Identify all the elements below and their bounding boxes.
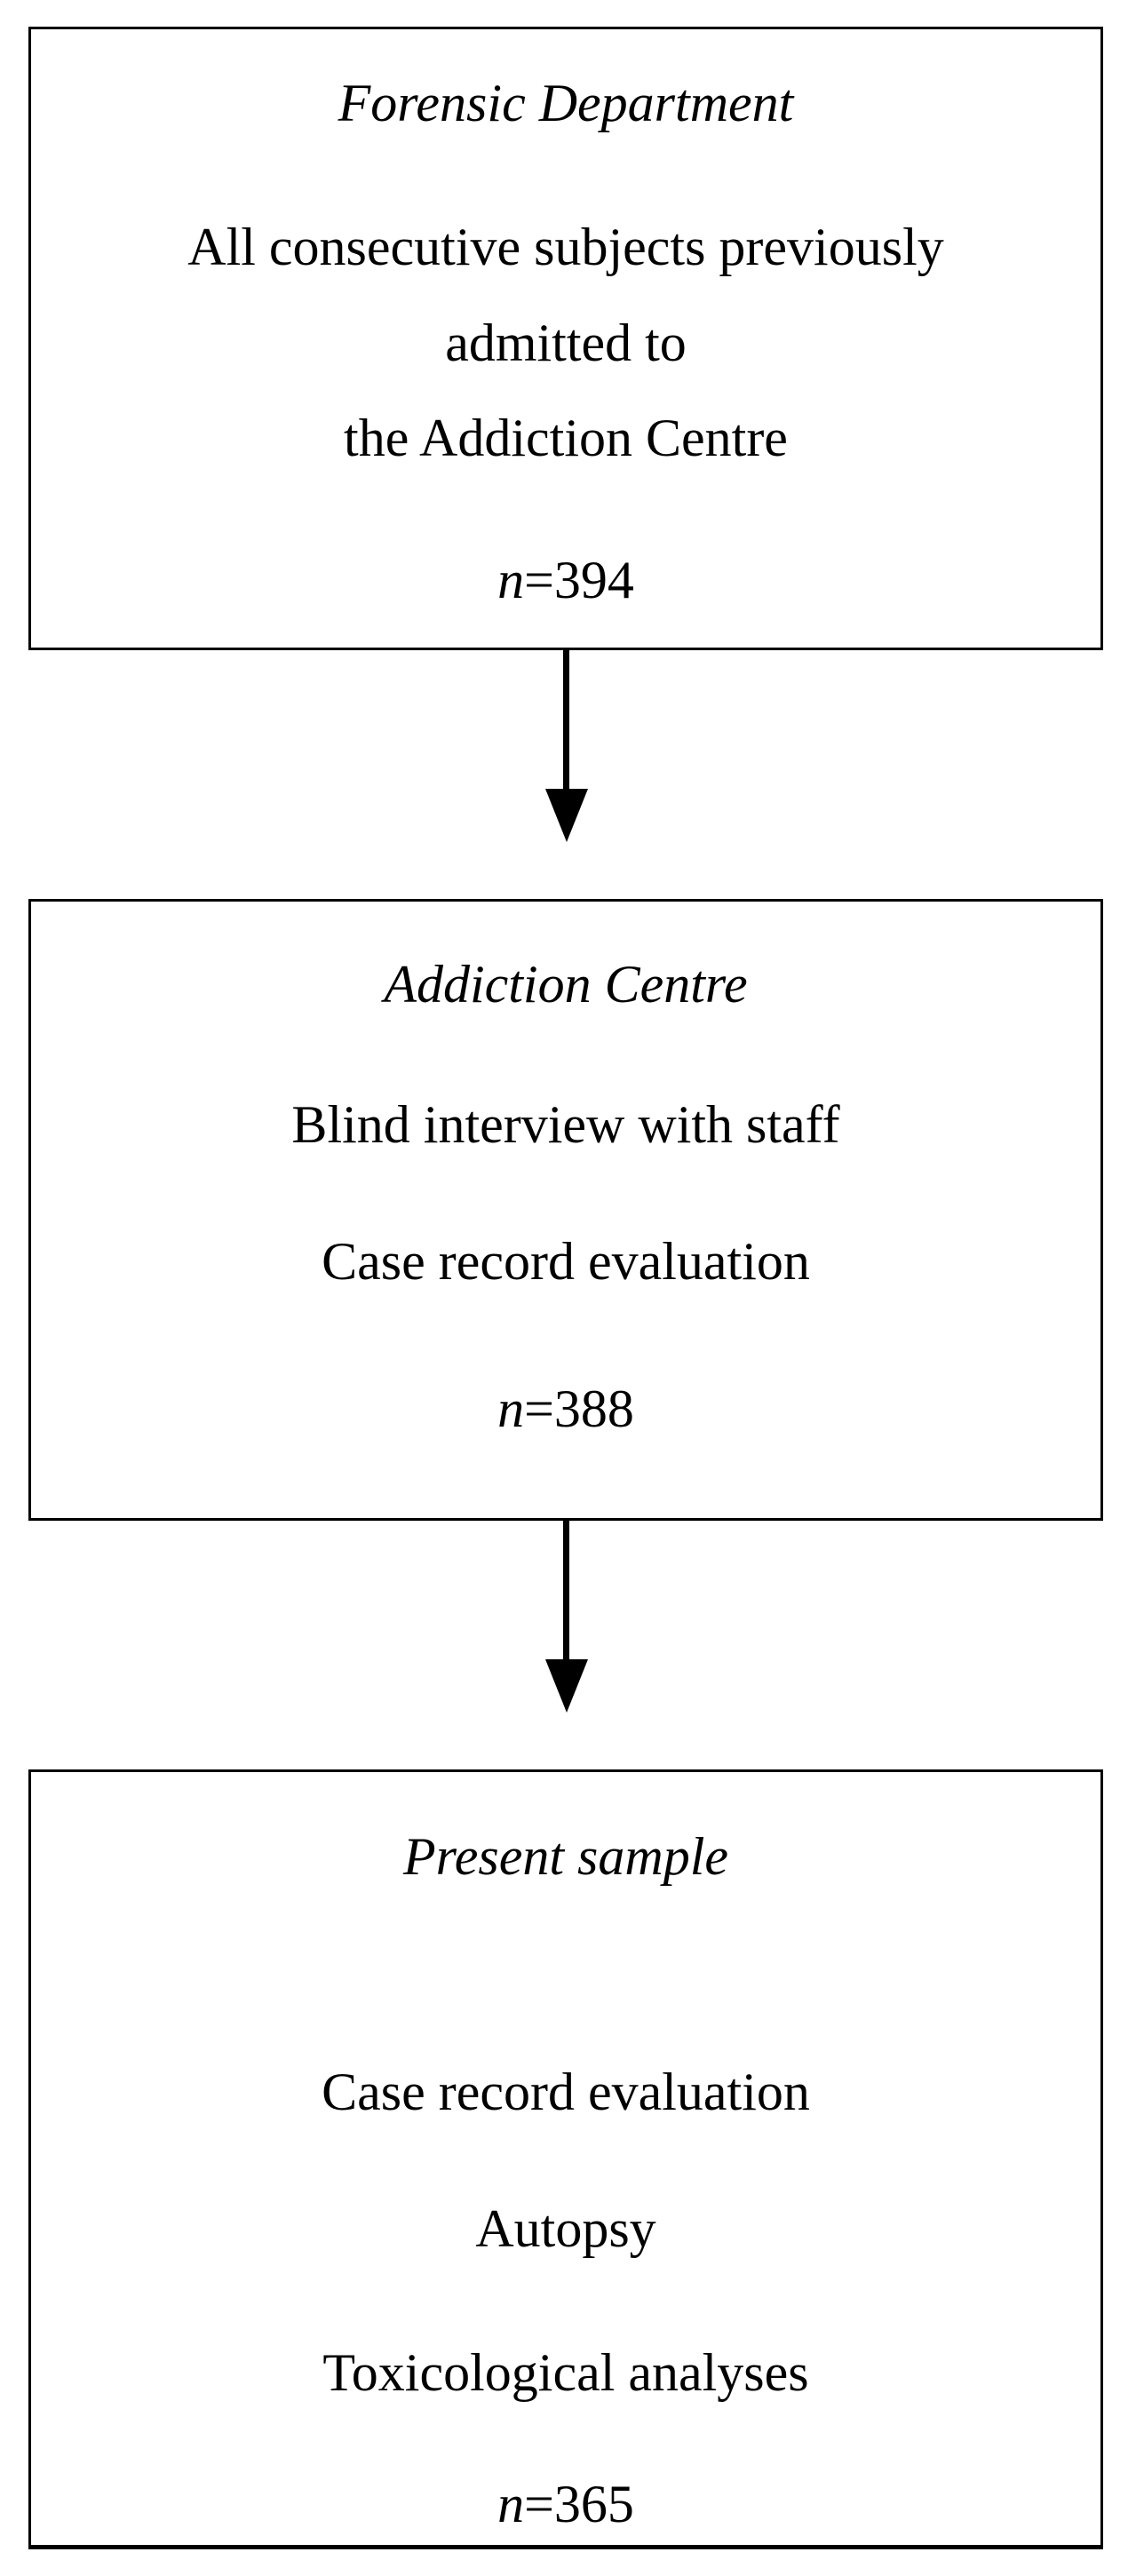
box-title: Present sample (402, 1827, 729, 1886)
arrow-down-icon (545, 789, 588, 842)
box-text-line: Case record evaluation (322, 2063, 810, 2121)
arrow-down-icon (545, 1659, 588, 1713)
flow-box-present-sample: Present sample Case record evaluation Au… (28, 1769, 1103, 2549)
sample-size-symbol: n (497, 2475, 525, 2533)
box-text-line: admitted to (445, 314, 687, 372)
sample-size-value: =388 (524, 1379, 634, 1438)
sample-size-symbol: n (497, 551, 525, 609)
sample-size: n=394 (31, 549, 1100, 611)
box-text-line: Autopsy (475, 2199, 656, 2258)
box-title: Forensic Department (338, 74, 794, 132)
box-text-line: the Addiction Centre (344, 409, 788, 467)
box-title: Addiction Centre (384, 955, 748, 1014)
sample-size: n=388 (31, 1378, 1100, 1440)
box-text-line: Case record evaluation (322, 1232, 810, 1291)
arrow-down-icon (563, 1521, 569, 1659)
flow-box-addiction-centre: Addiction Centre Blind interview with st… (28, 899, 1103, 1521)
box-text-line: Blind interview with staff (291, 1095, 840, 1154)
arrow-down-icon (563, 650, 569, 789)
sample-size-symbol: n (497, 1379, 525, 1438)
flow-box-forensic-department: Forensic Department All consecutive subj… (28, 27, 1103, 650)
sample-size: n=365 (31, 2473, 1100, 2535)
box-text-line: All consecutive subjects previously (187, 218, 944, 276)
sample-size-value: =394 (524, 551, 634, 609)
box-text-line: Toxicological analyses (322, 2343, 809, 2402)
sample-size-value: =365 (524, 2475, 634, 2533)
